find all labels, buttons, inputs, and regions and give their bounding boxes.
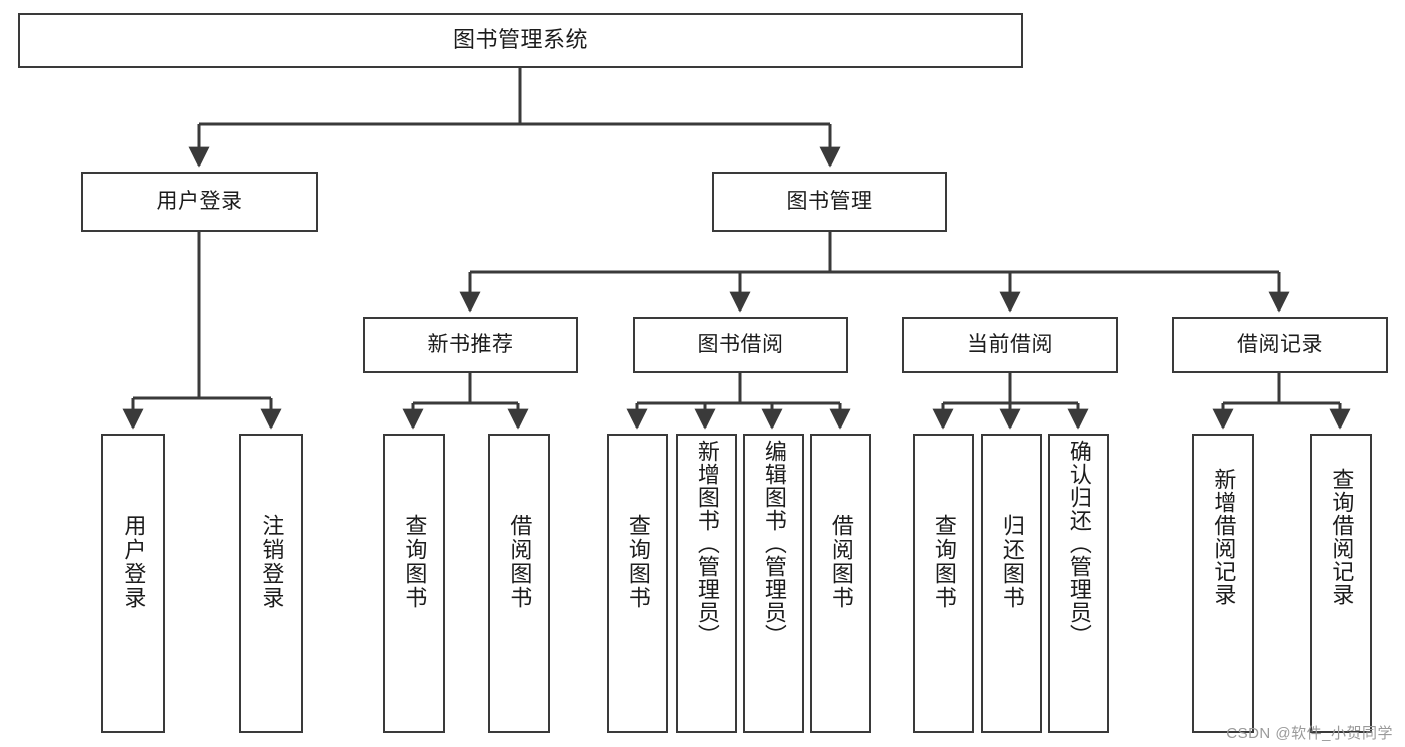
leaf-edit-book-admin[interactable]: 编辑图书（管理员） bbox=[743, 434, 804, 733]
csdn-watermark: CSDN @软件_小贺同学 bbox=[1226, 725, 1393, 742]
leaf-return-book[interactable]: 归还图书 bbox=[981, 434, 1042, 733]
leaf-query-book-recommend[interactable]: 查询图书 bbox=[383, 434, 445, 733]
leaf-logout[interactable]: 注销登录 bbox=[239, 434, 303, 733]
node-user-login[interactable]: 用户登录 bbox=[81, 172, 318, 232]
leaf-add-book-admin[interactable]: 新增图书（管理员） bbox=[676, 434, 737, 733]
node-label: 借阅记录 bbox=[1237, 333, 1323, 357]
leaf-query-book-borrow[interactable]: 查询图书 bbox=[607, 434, 668, 733]
node-current-borrow[interactable]: 当前借阅 bbox=[902, 317, 1118, 373]
node-label: 图书管理 bbox=[786, 190, 873, 214]
node-label: 确认归还（管理员） bbox=[1066, 440, 1092, 647]
node-label: 图书管理系统 bbox=[452, 27, 588, 53]
node-label: 借阅图书 bbox=[828, 514, 854, 610]
node-label: 当前借阅 bbox=[967, 333, 1053, 357]
leaf-borrow-book[interactable]: 借阅图书 bbox=[810, 434, 871, 733]
node-label: 注销登录 bbox=[259, 514, 285, 610]
node-label: 查询借阅记录 bbox=[1329, 468, 1355, 606]
node-label: 新书推荐 bbox=[427, 333, 514, 357]
node-label: 归还图书 bbox=[999, 514, 1025, 610]
leaf-query-borrow-record[interactable]: 查询借阅记录 bbox=[1310, 434, 1372, 733]
node-book-management[interactable]: 图书管理 bbox=[712, 172, 947, 232]
node-label: 编辑图书（管理员） bbox=[761, 440, 787, 647]
node-root-book-management-system[interactable]: 图书管理系统 bbox=[18, 13, 1023, 68]
node-label: 查询图书 bbox=[402, 514, 428, 610]
leaf-query-book-current[interactable]: 查询图书 bbox=[913, 434, 974, 733]
node-new-book-recommend[interactable]: 新书推荐 bbox=[363, 317, 578, 373]
node-label: 用户登录 bbox=[121, 514, 147, 610]
node-book-borrow[interactable]: 图书借阅 bbox=[633, 317, 848, 373]
node-label: 借阅图书 bbox=[507, 514, 533, 610]
node-borrow-record[interactable]: 借阅记录 bbox=[1172, 317, 1388, 373]
node-label: 图书借阅 bbox=[697, 333, 784, 357]
node-label: 用户登录 bbox=[156, 190, 243, 214]
node-label: 查询图书 bbox=[931, 514, 957, 610]
node-label: 新增借阅记录 bbox=[1211, 468, 1237, 606]
leaf-confirm-return-admin[interactable]: 确认归还（管理员） bbox=[1048, 434, 1109, 733]
node-label: 查询图书 bbox=[625, 514, 651, 610]
node-label: 新增图书（管理员） bbox=[694, 440, 720, 647]
leaf-user-login[interactable]: 用户登录 bbox=[101, 434, 165, 733]
leaf-borrow-book-recommend[interactable]: 借阅图书 bbox=[488, 434, 550, 733]
leaf-add-borrow-record[interactable]: 新增借阅记录 bbox=[1192, 434, 1254, 733]
